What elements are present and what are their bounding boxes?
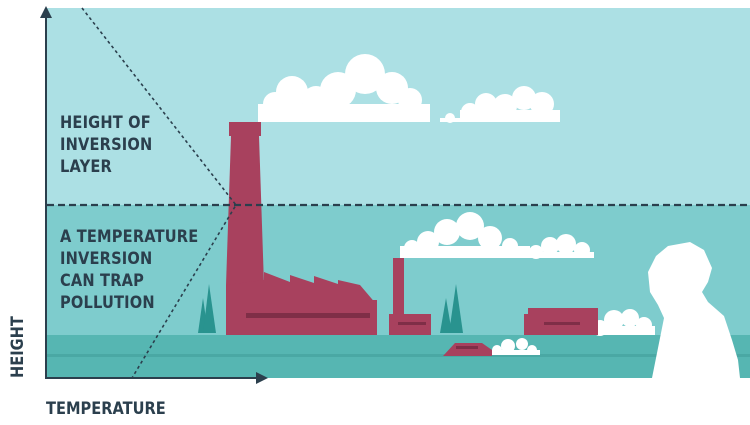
ground-clouds (490, 309, 655, 355)
y-axis-label: HEIGHT (8, 316, 28, 378)
upper-clouds (258, 54, 560, 123)
main-factory-stripe (246, 313, 370, 318)
trees (198, 284, 463, 333)
pollution-trap-label: A TEMPERATURE INVERSION CAN TRAP POLLUTI… (60, 227, 199, 313)
main-factory (226, 122, 377, 335)
small-factory-stripe (398, 322, 426, 325)
x-axis-label: TEMPERATURE (46, 399, 166, 419)
car (443, 343, 492, 356)
ground-stripe (47, 354, 750, 357)
x-axis-arrow (256, 372, 268, 384)
right-building-stripe (544, 322, 580, 325)
y-axis-arrow (40, 6, 52, 18)
person-silhouette (648, 242, 740, 378)
lower-clouds (400, 212, 594, 259)
car-window (456, 346, 478, 349)
right-building (524, 308, 598, 335)
temperature-profile-line (81, 7, 237, 379)
inversion-height-label: HEIGHT OF INVERSION LAYER (60, 113, 153, 177)
